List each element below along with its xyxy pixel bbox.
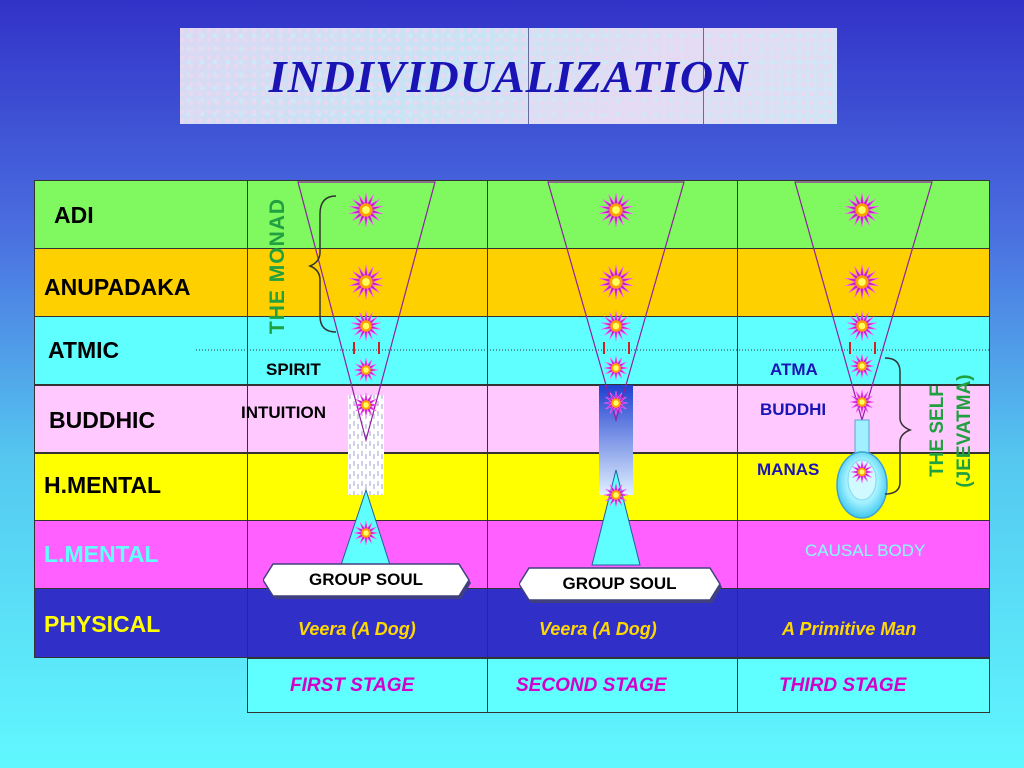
plane-label-l-mental: L.MENTAL — [44, 541, 159, 567]
column-divider — [737, 180, 738, 713]
monad-label: THE MONAD — [266, 197, 289, 335]
being-stage2: Veera (A Dog) — [539, 619, 657, 639]
stage2-group-soul-cone — [591, 469, 641, 566]
group-soul-badge-2 — [519, 567, 722, 603]
monad-star-icon — [845, 192, 879, 228]
plane-band-atmic — [34, 316, 990, 384]
monad-star-icon — [349, 264, 383, 300]
column-divider — [247, 180, 248, 713]
monad-star-icon — [601, 310, 631, 342]
stage-row — [247, 658, 990, 713]
monad-star-icon — [845, 264, 879, 300]
group-soul-star-icon — [353, 520, 379, 546]
monad-star-icon — [599, 264, 633, 300]
spirit-star-icon — [353, 357, 379, 383]
stage-first: FIRST STAGE — [290, 675, 415, 696]
manas-label: MANAS — [757, 460, 820, 479]
stage2-monad-triangle — [547, 181, 685, 423]
intuition-star-icon — [603, 390, 629, 416]
monad-star-icon — [847, 310, 877, 342]
causal-body-label: CAUSAL BODY — [805, 541, 926, 560]
spirit-label: SPIRIT — [266, 360, 321, 379]
title-divider — [703, 28, 704, 124]
group-soul-label-1: GROUP SOUL — [309, 570, 423, 589]
table-left-border — [34, 180, 35, 658]
monad-star-icon — [349, 192, 383, 228]
intuition-star-icon — [353, 392, 379, 418]
stage3-monad-triangle — [794, 181, 933, 423]
monad-brace — [307, 195, 337, 333]
plane-label-adi: ADI — [54, 202, 94, 228]
buddhi-label: BUDDHI — [760, 400, 827, 419]
group-soul-badge-1 — [263, 563, 471, 599]
plane-band-l-mental — [34, 520, 990, 588]
plane-label-h-mental: H.MENTAL — [44, 472, 162, 498]
table-right-border — [989, 180, 990, 713]
plane-band-adi — [34, 180, 990, 248]
column-divider — [487, 180, 488, 713]
atma-star-icon — [849, 353, 875, 379]
atma-label: ATMA — [770, 360, 818, 379]
spirit-star-icon — [603, 355, 629, 381]
manas-star-icon — [850, 460, 874, 484]
being-stage1: Veera (A Dog) — [298, 619, 416, 639]
buddhi-star-icon — [849, 389, 875, 415]
self-brace — [884, 357, 913, 495]
group-soul-star-icon — [603, 482, 629, 508]
plane-label-atmic: ATMIC — [48, 337, 120, 363]
monad-star-icon — [599, 192, 633, 228]
plane-label-buddhic: BUDDHIC — [49, 407, 156, 433]
being-stage3: A Primitive Man — [782, 619, 917, 639]
page-title: INDIVIDUALIZATION — [268, 51, 749, 102]
title-box: INDIVIDUALIZATION — [180, 28, 837, 124]
stage1-monad-triangle — [297, 181, 436, 443]
plane-band-physical — [34, 588, 990, 658]
jeevatma-label: (JEEVATMA) — [954, 374, 975, 488]
plane-label-anupadaka: ANUPADAKA — [44, 274, 191, 300]
plane-band-buddhic — [34, 384, 990, 452]
plane-band-anupadaka — [34, 248, 990, 316]
the-self-label: THE SELF — [927, 385, 948, 477]
plane-band-h-mental — [34, 452, 990, 520]
stage-second: SECOND STAGE — [516, 675, 667, 696]
group-soul-label-2: GROUP SOUL — [562, 574, 677, 593]
monad-star-icon — [351, 310, 381, 342]
stage-third: THIRD STAGE — [779, 675, 907, 696]
intuition-label: INTUITION — [241, 403, 326, 422]
plane-label-physical: PHYSICAL — [44, 611, 161, 637]
title-divider — [528, 28, 529, 124]
connector-marks — [353, 342, 876, 354]
